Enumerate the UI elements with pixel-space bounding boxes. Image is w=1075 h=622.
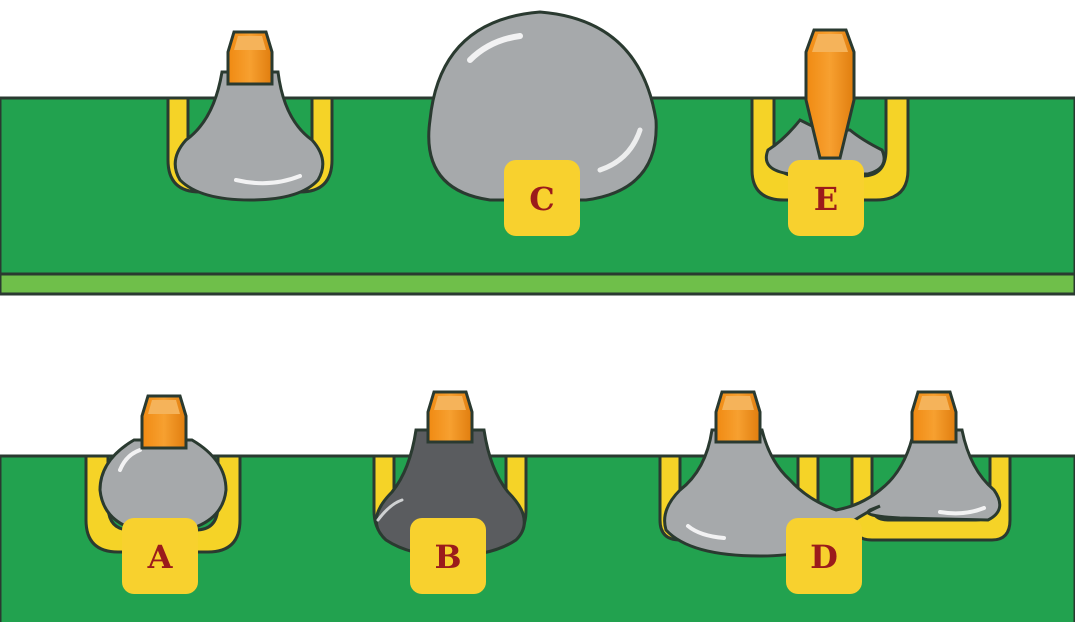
pin [804, 28, 856, 160]
label-a-text: A [147, 538, 174, 576]
label-b: B [410, 518, 486, 594]
label-e-badge [788, 160, 864, 236]
pin-tip-highlight [434, 396, 466, 410]
label-e-text: E [814, 180, 838, 218]
solder-highlight [597, 127, 643, 173]
solder-highlight [376, 498, 404, 522]
label-e: E [788, 160, 864, 236]
solder-ball [427, 10, 658, 202]
label-c-badge [504, 160, 580, 236]
pin-tip-highlight [722, 396, 754, 410]
label-c-text: C [529, 180, 554, 218]
label-a: A [122, 518, 198, 594]
label-c: C [504, 160, 580, 236]
solder-bridge [663, 428, 1002, 558]
solder-highlight [686, 524, 726, 540]
label-d-badge [786, 518, 862, 594]
pin-tip-highlight [812, 34, 848, 52]
label-d: D [786, 518, 862, 594]
label-d-text: D [810, 538, 838, 576]
joint-c [427, 10, 658, 202]
solder-fillet [173, 70, 325, 202]
pin-tip-highlight [148, 400, 180, 414]
label-b-badge [410, 518, 486, 594]
pin-tip-highlight [918, 396, 950, 410]
pad-right [850, 454, 1012, 542]
pin-tip-highlight [234, 36, 266, 50]
solder-highlight [467, 33, 523, 63]
label-a-badge [122, 518, 198, 594]
solder-highlight [118, 448, 142, 472]
top-board-stripe [0, 272, 1075, 296]
label-b-text: B [434, 538, 461, 576]
solder-highlight [938, 506, 986, 516]
solder-highlight [234, 174, 302, 186]
joint-top-unlabeled [166, 30, 334, 202]
